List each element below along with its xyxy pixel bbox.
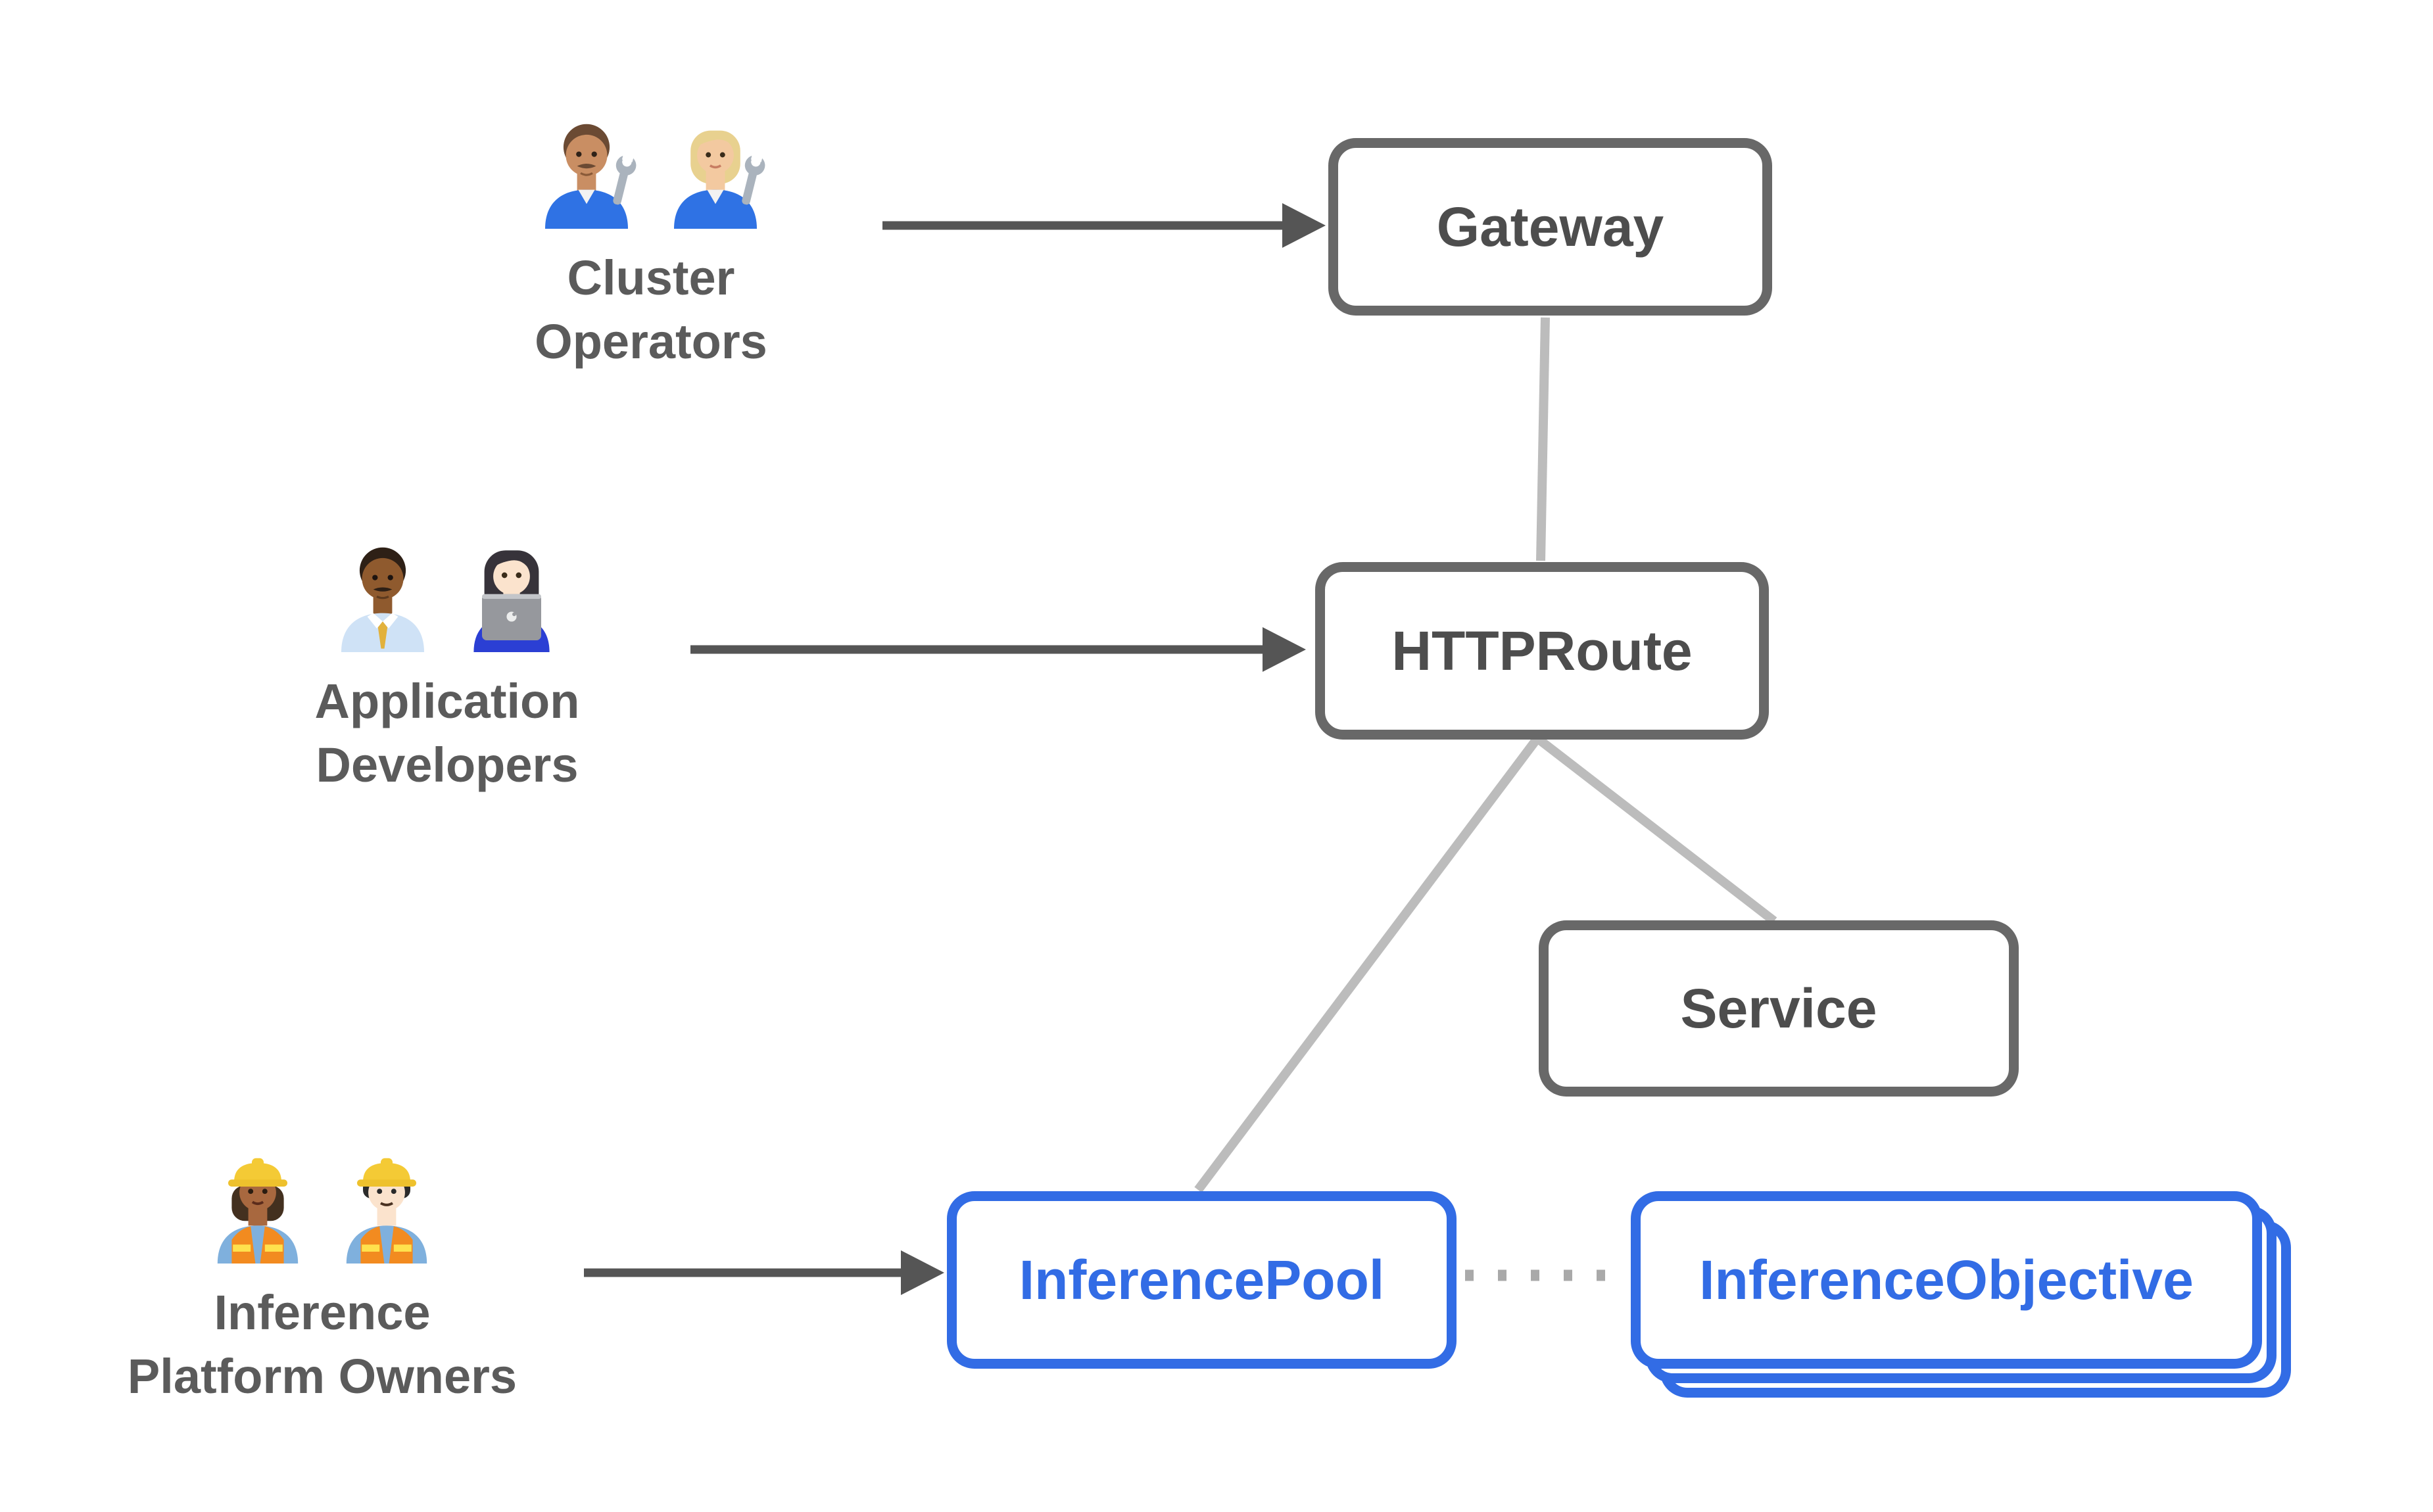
- service-node: Service: [1539, 920, 2019, 1097]
- label-line: Inference: [214, 1285, 431, 1340]
- cluster-operators-label: Cluster Operators: [401, 246, 901, 373]
- laptop-icon: [482, 594, 541, 640]
- wrench-icon: [742, 150, 765, 205]
- label-line: Application: [314, 674, 580, 728]
- actor-cluster-operators: Cluster Operators: [401, 110, 901, 373]
- woman-mechanic-icon: [674, 130, 765, 229]
- woman-construction-worker-icon: [217, 1158, 299, 1264]
- edge-httproute-inferencepool: [1194, 735, 1541, 1193]
- application-developers-label: Application Developers: [197, 669, 697, 797]
- application-developers-emojis: [197, 534, 697, 652]
- arrowhead-gateway: [1282, 203, 1326, 248]
- arrowhead-inferencepool: [901, 1250, 944, 1295]
- label-line: Operators: [535, 314, 767, 369]
- label-line: Platform Owners: [127, 1349, 518, 1404]
- inference-platform-owners-emojis: [72, 1145, 572, 1264]
- httproute-node: HTTPRoute: [1315, 562, 1769, 740]
- inferenceobjective-node: InferenceObjective: [1631, 1191, 2262, 1369]
- woman-technologist-icon: [473, 550, 550, 652]
- hard-hat-icon: [228, 1158, 287, 1187]
- cluster-operators-emojis: [401, 110, 901, 229]
- edge-gateway-httproute: [1536, 317, 1550, 561]
- actor-inference-platform-owners: Inference Platform Owners: [72, 1145, 572, 1408]
- man-mechanic-icon: [545, 124, 637, 229]
- label-line: Developers: [316, 738, 579, 792]
- edge-inference-platform-owners-inferencepool: [584, 1250, 944, 1295]
- man-construction-worker-icon: [346, 1158, 427, 1264]
- edge-httproute-service: [1534, 734, 1777, 925]
- man-office-worker-icon: [341, 547, 424, 652]
- edge-application-developers-httproute: [690, 627, 1306, 672]
- inferencepool-node: InferencePool: [947, 1191, 1457, 1369]
- label-line: Cluster: [567, 250, 735, 305]
- arrowhead-httproute: [1263, 627, 1306, 672]
- edge-cluster-operators-gateway: [882, 203, 1326, 248]
- wrench-icon: [613, 150, 637, 205]
- hard-hat-icon: [357, 1158, 416, 1187]
- gateway-node: Gateway: [1328, 138, 1772, 316]
- actor-application-developers: Application Developers: [197, 534, 697, 797]
- inference-platform-owners-label: Inference Platform Owners: [72, 1281, 572, 1408]
